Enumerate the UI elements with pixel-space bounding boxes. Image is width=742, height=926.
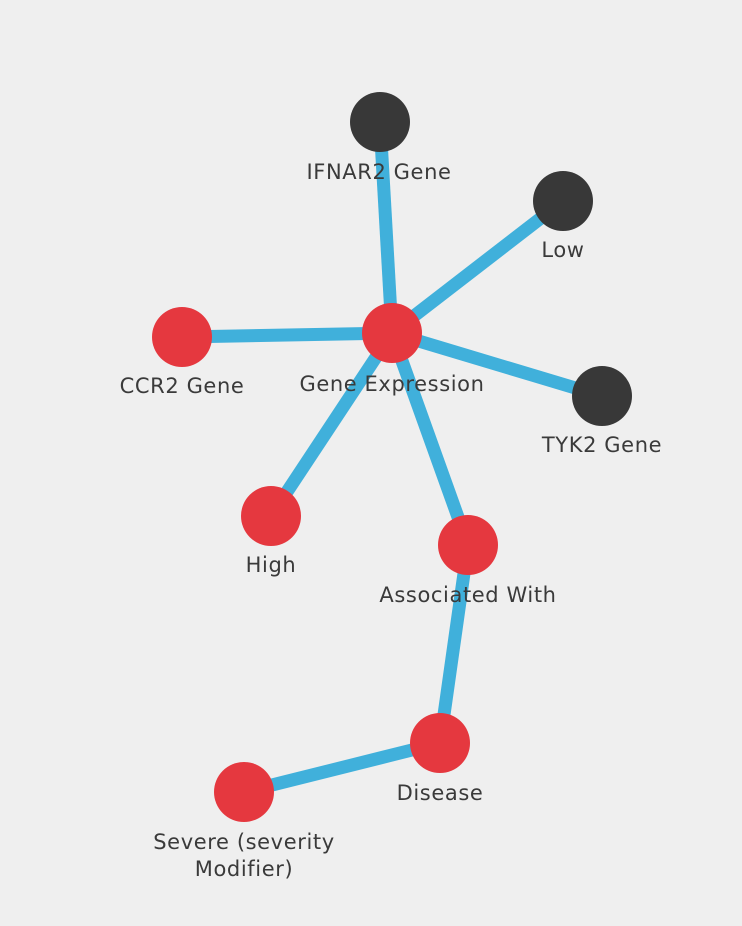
edge-gene-expression-ifnar2 bbox=[373, 121, 399, 334]
edge-gene-expression-low bbox=[388, 195, 567, 339]
node-ifnar2-gene[interactable] bbox=[350, 92, 410, 152]
node-gene-expression[interactable] bbox=[362, 303, 422, 363]
node-tyk2-gene[interactable] bbox=[572, 366, 632, 426]
node-label-low: Low bbox=[541, 238, 584, 262]
node-label-disease: Disease bbox=[397, 781, 484, 805]
node-low[interactable] bbox=[533, 171, 593, 231]
node-label-associated-with: Associated With bbox=[379, 583, 556, 607]
node-label-ifnar2-gene: IFNAR2 Gene bbox=[307, 160, 452, 184]
edges-layer bbox=[181, 121, 604, 799]
node-label-severe-line-1: Severe (severity bbox=[153, 830, 335, 854]
edge-gene-expression-tyk2 bbox=[390, 326, 604, 403]
node-severe-severity-modifier[interactable] bbox=[214, 762, 274, 822]
node-ccr2-gene[interactable] bbox=[152, 307, 212, 367]
node-associated-with[interactable] bbox=[438, 515, 498, 575]
edge-gene-expression-ccr2 bbox=[181, 326, 393, 344]
node-label-gene-expression: Gene Expression bbox=[299, 372, 484, 396]
node-label-tyk2-gene: TYK2 Gene bbox=[541, 433, 662, 457]
node-label-high: High bbox=[246, 553, 297, 577]
nodes-layer bbox=[152, 92, 632, 822]
node-label-severe-line-2: Modifier) bbox=[195, 857, 294, 881]
node-disease[interactable] bbox=[410, 713, 470, 773]
edge-gene-expression-associated-with bbox=[385, 330, 475, 548]
edge-disease-severe bbox=[242, 736, 442, 799]
edge-associated-with-disease bbox=[433, 544, 475, 744]
node-label-ccr2-gene: CCR2 Gene bbox=[120, 374, 245, 398]
edge-gene-expression-high bbox=[265, 329, 398, 520]
labels-layer: IFNAR2 Gene Low CCR2 Gene Gene Expressio… bbox=[120, 160, 662, 881]
node-high[interactable] bbox=[241, 486, 301, 546]
